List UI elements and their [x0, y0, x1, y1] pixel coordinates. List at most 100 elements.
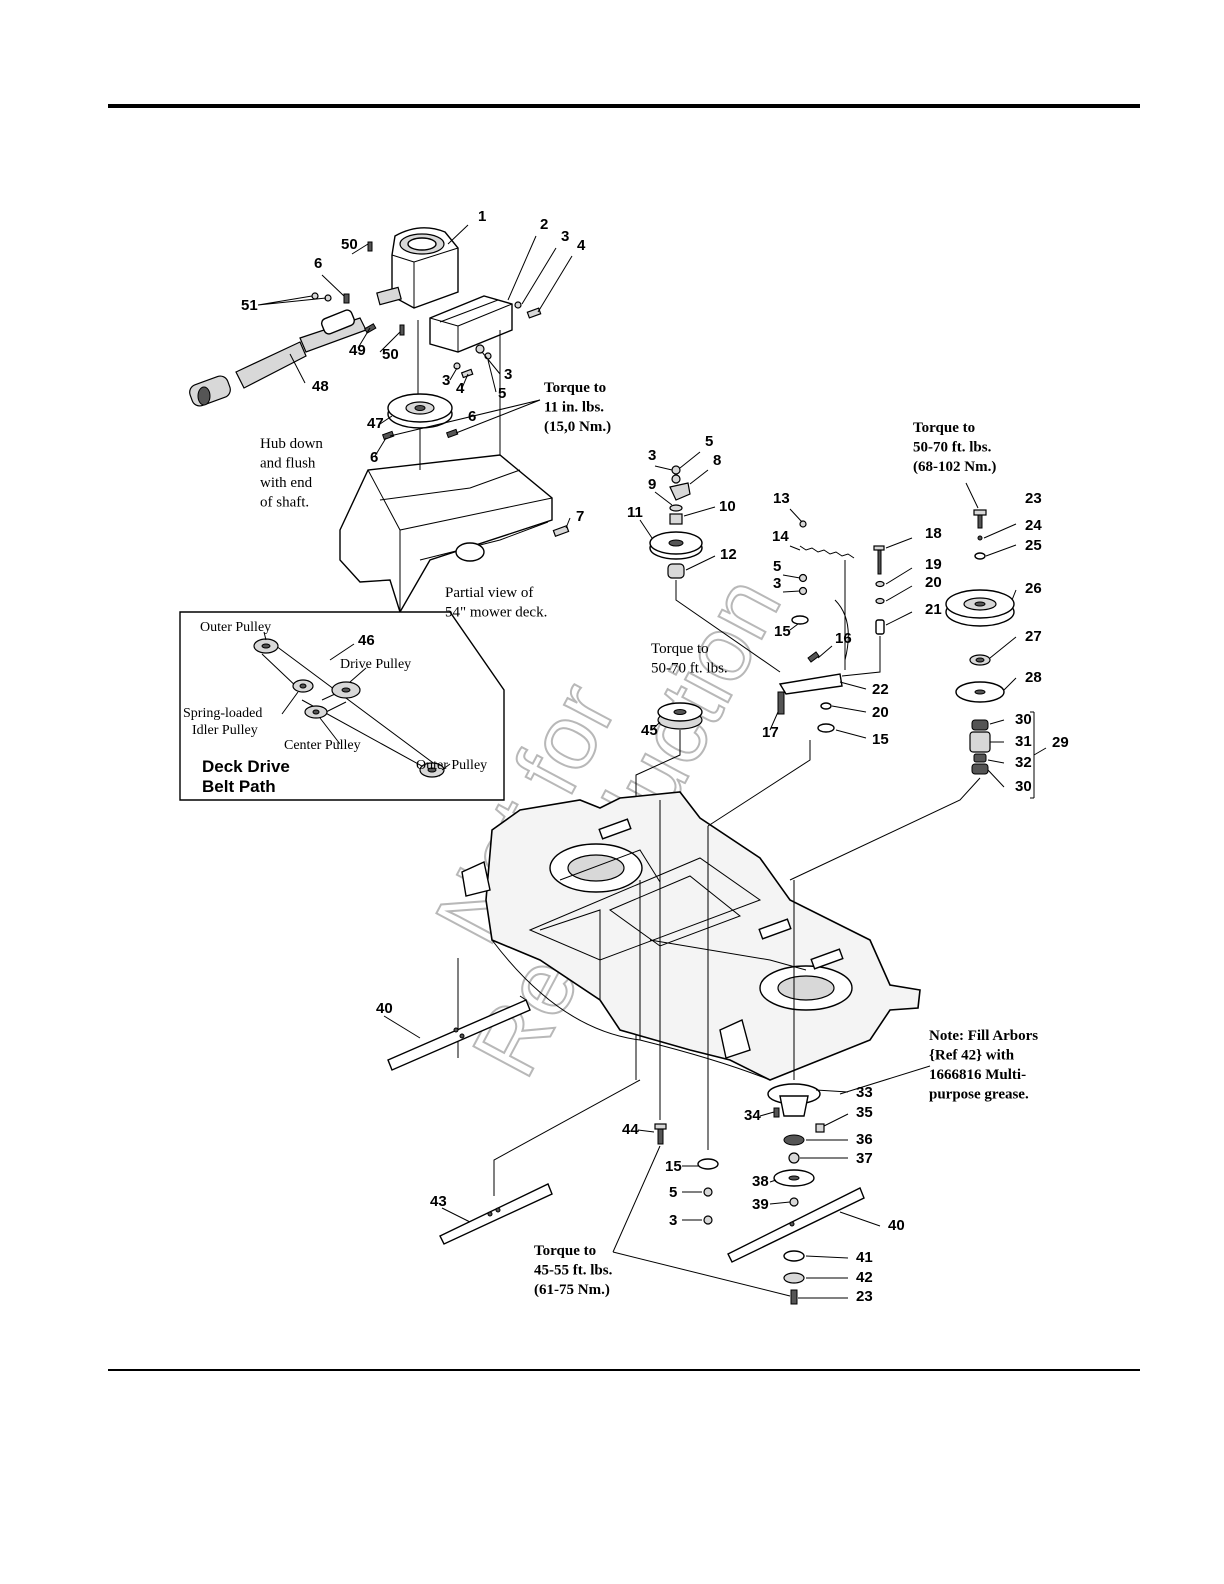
callout-p6c: 6 — [370, 449, 378, 466]
callout-p50b: 50 — [382, 346, 399, 363]
callout-p3c: 3 — [504, 366, 512, 383]
callout-p45: 45 — [641, 722, 658, 739]
callout-p3e: 3 — [773, 575, 781, 592]
callout-p3b: 3 — [442, 372, 450, 389]
callout-p23a: 23 — [1025, 490, 1042, 507]
callout-p24: 24 — [1025, 517, 1042, 534]
spindle-below-deck — [727, 880, 931, 1305]
callout-p39: 39 — [752, 1196, 769, 1213]
idler-pulley-stack — [639, 451, 781, 673]
callout-p6a: 6 — [314, 255, 322, 272]
blade-43 — [439, 1079, 641, 1245]
callout-p28: 28 — [1025, 669, 1042, 686]
callout-p20a: 20 — [872, 704, 889, 721]
inset-drive-pulley: Drive Pulley — [340, 657, 411, 672]
inset-outer-pulley-top: Outer Pulley — [200, 620, 271, 635]
callout-p32: 32 — [1015, 754, 1032, 771]
callout-p2: 2 — [540, 216, 548, 233]
callout-p26: 26 — [1025, 580, 1042, 597]
callout-p23b: 23 — [856, 1288, 873, 1305]
callout-p40b: 40 — [888, 1217, 905, 1234]
callout-p41: 41 — [856, 1249, 873, 1266]
callout-p44: 44 — [622, 1121, 639, 1138]
callout-p3f: 3 — [669, 1212, 677, 1229]
center-hardware — [612, 1123, 791, 1297]
callout-p11: 11 — [627, 504, 643, 521]
inset-title-2: Belt Path — [202, 777, 276, 796]
idler-arm-assembly — [769, 508, 867, 739]
partial-deck-frame — [339, 450, 553, 614]
leader-lines-top-left — [257, 224, 573, 529]
pulley-47 — [387, 393, 453, 429]
callout-p4a: 4 — [577, 237, 586, 254]
gearbox-assembly — [376, 227, 513, 353]
callout-p25: 25 — [1025, 537, 1042, 554]
inset-outer-pulley-right: Outer Pulley — [416, 758, 487, 773]
callout-p3d: 3 — [648, 447, 656, 464]
bolt-18-stack — [841, 537, 913, 677]
driveshaft-48 — [189, 309, 367, 407]
callout-p27: 27 — [1025, 628, 1042, 645]
callout-p33: 33 — [856, 1084, 873, 1101]
mower-deck — [457, 740, 921, 1150]
callout-p36: 36 — [856, 1131, 873, 1148]
callout-p7: 7 — [576, 508, 584, 525]
callout-p40a: 40 — [376, 1000, 393, 1017]
callout-p5b: 5 — [705, 433, 713, 450]
callout-p34: 34 — [744, 1107, 761, 1124]
callout-p42: 42 — [856, 1269, 873, 1286]
callout-p46: 46 — [358, 632, 375, 649]
callout-p3a: 3 — [561, 228, 569, 245]
callout-p38: 38 — [752, 1173, 769, 1190]
callout-p15c: 15 — [665, 1158, 682, 1175]
callout-p50a: 50 — [341, 236, 358, 253]
belt-path-inset: Outer Pulley Drive Pulley Spring-loaded … — [179, 611, 505, 801]
callout-p5d: 5 — [669, 1184, 677, 1201]
callout-p13: 13 — [773, 490, 790, 507]
header-rule — [108, 104, 1140, 108]
inset-title-1: Deck Drive — [202, 757, 290, 776]
callout-p6b: 6 — [468, 408, 476, 425]
callout-p17: 17 — [762, 724, 779, 741]
callout-p14: 14 — [772, 528, 789, 545]
callout-p16: 16 — [835, 630, 852, 647]
right-spindle-stack — [789, 482, 1047, 881]
callout-p31: 31 — [1015, 733, 1032, 750]
inset-center-pulley: Center Pulley — [284, 738, 361, 753]
inset-spring-loaded-2: Idler Pulley — [192, 723, 258, 738]
callout-p18: 18 — [925, 525, 942, 542]
callout-p48: 48 — [312, 378, 329, 395]
callout-p12: 12 — [720, 546, 737, 563]
callout-p35: 35 — [856, 1104, 873, 1121]
callout-p43: 43 — [430, 1193, 447, 1210]
callout-p21: 21 — [925, 601, 942, 618]
callout-p10: 10 — [719, 498, 736, 515]
callout-p4b: 4 — [456, 380, 465, 397]
callout-p30a: 30 — [1015, 711, 1032, 728]
callout-p30b: 30 — [1015, 778, 1032, 795]
callout-p47: 47 — [367, 415, 384, 432]
callout-p5a: 5 — [498, 385, 506, 402]
footer-rule — [108, 1369, 1140, 1371]
callout-p49: 49 — [349, 342, 366, 359]
inset-spring-loaded-1: Spring-loaded — [183, 706, 262, 721]
callout-p15b: 15 — [872, 731, 889, 748]
callout-p15a: 15 — [774, 623, 791, 640]
callout-p19: 19 — [925, 556, 942, 573]
blade-40-left — [383, 995, 531, 1071]
callout-p1: 1 — [478, 208, 486, 225]
callout-p29: 29 — [1052, 734, 1069, 751]
callout-p20b: 20 — [925, 574, 942, 591]
callout-p9: 9 — [648, 476, 656, 493]
gearbox-hardware — [311, 241, 570, 537]
